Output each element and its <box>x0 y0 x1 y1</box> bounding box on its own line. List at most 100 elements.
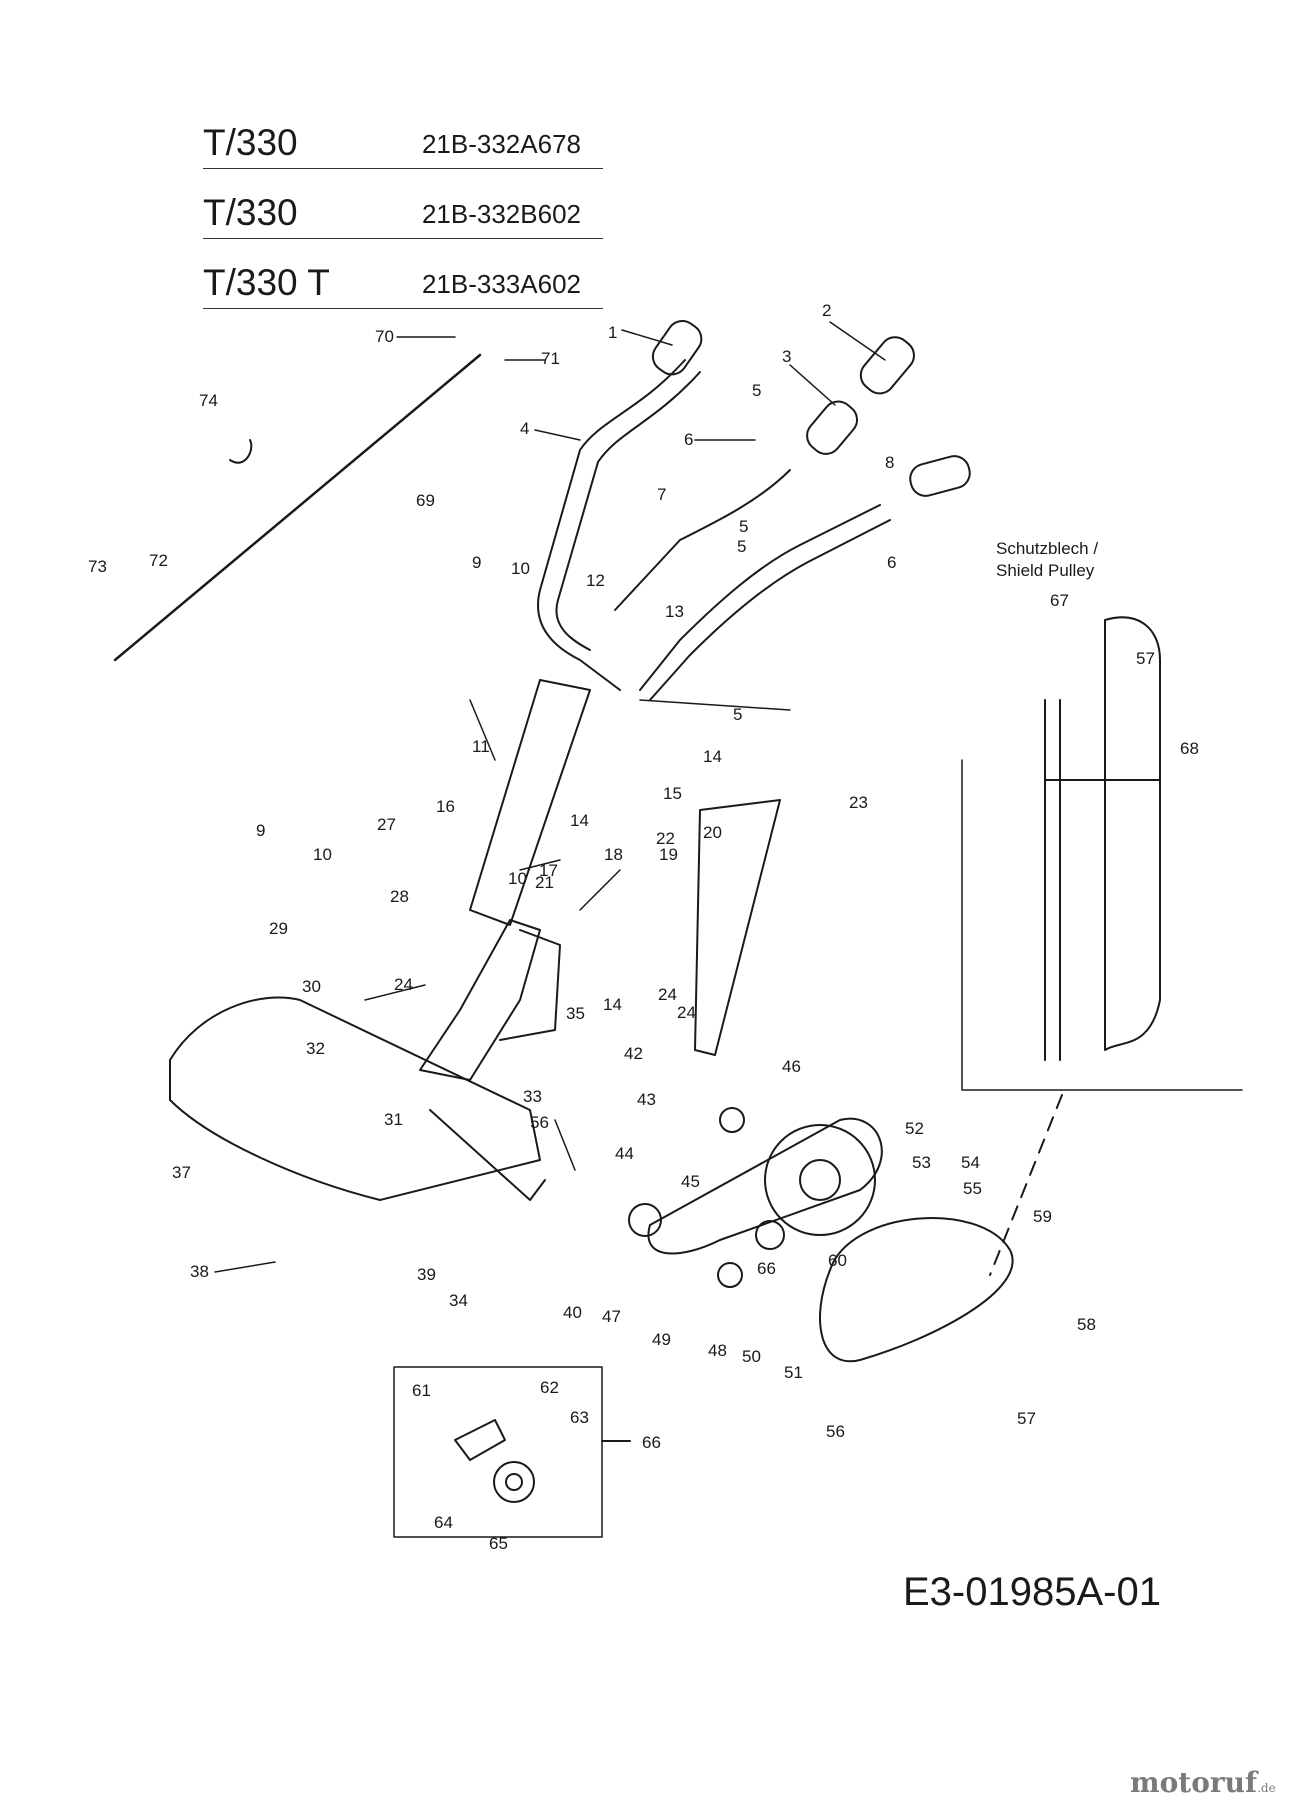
callout-label: 5 <box>752 381 761 400</box>
control-cable <box>614 469 791 611</box>
drive-belt <box>647 1117 883 1255</box>
callout-label: 68 <box>1180 739 1199 758</box>
model-code: 21B-332B602 <box>421 199 581 229</box>
callout-label: 14 <box>603 995 622 1014</box>
callout-label: 6 <box>887 553 896 572</box>
callout-label: 56 <box>826 1422 845 1441</box>
callout-label: 12 <box>586 571 605 590</box>
model-row: T/330 21B-332B602 <box>203 180 603 239</box>
callout-label: 44 <box>615 1144 634 1163</box>
callout-label: 17 <box>539 861 558 880</box>
callout-label: 53 <box>912 1153 931 1172</box>
throttle-cable <box>113 353 482 662</box>
grip <box>909 455 971 497</box>
callout-label: 10 <box>313 845 332 864</box>
callout-label: 1 <box>608 323 617 342</box>
callout-label: 48 <box>708 1341 727 1360</box>
callout-label: 66 <box>642 1433 661 1452</box>
inset-label-en: Shield Pulley <box>996 561 1095 580</box>
inset-shield <box>1104 616 1161 1051</box>
callout-label: 60 <box>828 1251 847 1270</box>
callout-label: 20 <box>703 823 722 842</box>
watermark-brand: motoruf <box>1130 1766 1258 1799</box>
callout-label: 55 <box>963 1179 982 1198</box>
callout-label: 49 <box>652 1330 671 1349</box>
model-row: T/330 T 21B-333A602 <box>203 250 603 309</box>
callout-label: 46 <box>782 1057 801 1076</box>
callout-label: 65 <box>489 1534 508 1553</box>
callout-label: 5 <box>733 705 742 724</box>
callout-label: 29 <box>269 919 288 938</box>
callout-label: 34 <box>449 1291 468 1310</box>
shield-pulley-inset-border <box>961 759 1243 1091</box>
callout-label: 72 <box>149 551 168 570</box>
callout-label: 64 <box>434 1513 453 1532</box>
drawing-code: E3-01985A-01 <box>903 1570 1161 1614</box>
callout-label: 30 <box>302 977 321 996</box>
tiller-frame <box>419 919 541 1081</box>
small-pulley <box>628 1203 662 1237</box>
model-name: T/330 T <box>203 262 330 303</box>
model-row: T/330 21B-332A678 <box>203 110 603 169</box>
callout-label: 69 <box>416 491 435 510</box>
callout-label: 45 <box>681 1172 700 1191</box>
callout-label: 52 <box>905 1119 924 1138</box>
callout-label: 22 <box>656 829 675 848</box>
callout-label: 27 <box>377 815 396 834</box>
belt-cover <box>819 1216 1014 1363</box>
callout-label: 8 <box>885 453 894 472</box>
callout-label: 59 <box>1033 1207 1052 1226</box>
callout-label: 21 <box>535 873 554 892</box>
callout-label: 15 <box>663 784 682 803</box>
inset-title: Schutzblech / Shield Pulley <box>996 538 1098 582</box>
callout-label: 14 <box>570 811 589 830</box>
callout-label: 57 <box>1017 1409 1036 1428</box>
callout-label: 18 <box>604 845 623 864</box>
grip <box>806 400 859 455</box>
handlebar-right-tube <box>639 504 881 691</box>
callout-label: 10 <box>508 869 527 888</box>
callout-label: 74 <box>199 391 218 410</box>
model-name: T/330 <box>203 122 298 163</box>
depth-bar <box>694 799 781 1056</box>
grip <box>859 336 915 395</box>
callout-label: 24 <box>677 1003 696 1022</box>
callout-label: 40 <box>563 1303 582 1322</box>
callout-label: 70 <box>375 327 394 346</box>
model-code: 21B-332A678 <box>421 129 581 159</box>
callout-label: 28 <box>390 887 409 906</box>
handle-column <box>469 679 591 926</box>
callout-label: 33 <box>523 1087 542 1106</box>
callout-label: 51 <box>784 1363 803 1382</box>
inset-label-de: Schutzblech / <box>996 539 1099 558</box>
callout-label: 39 <box>417 1265 436 1284</box>
callout-label: 35 <box>566 1004 585 1023</box>
callout-label: 2 <box>822 301 831 320</box>
callout-label: 57 <box>1136 649 1155 668</box>
watermark-tld: .de <box>1257 1781 1276 1795</box>
callout-label: 56 <box>530 1113 549 1132</box>
callout-label: 37 <box>172 1163 191 1182</box>
watermark-logo: motoruf.de <box>1130 1766 1276 1799</box>
rear-shield <box>169 996 541 1201</box>
handlebar-left-tube <box>537 359 686 691</box>
callouts: 1 2 3 4 5 5 5 5 6 6 7 8 9 9 10 10 10 11 … <box>88 301 1199 1553</box>
sub-assembly-box <box>393 1366 603 1538</box>
cable-hook <box>229 439 253 464</box>
callout-label: 73 <box>88 557 107 576</box>
callout-label: 47 <box>602 1307 621 1326</box>
callout-label: 9 <box>256 821 265 840</box>
callout-label: 54 <box>961 1153 980 1172</box>
model-name: T/330 <box>203 192 298 233</box>
callout-label: 61 <box>412 1381 431 1400</box>
callout-label: 32 <box>306 1039 325 1058</box>
callout-label: 3 <box>782 347 791 366</box>
callout-label: 11 <box>472 737 490 756</box>
callout-label: 7 <box>657 485 666 504</box>
callout-label: 50 <box>742 1347 761 1366</box>
callout-label: 67 <box>1050 591 1069 610</box>
callout-label: 24 <box>394 975 413 994</box>
callout-label: 5 <box>739 517 748 536</box>
callout-label: 42 <box>624 1044 643 1063</box>
